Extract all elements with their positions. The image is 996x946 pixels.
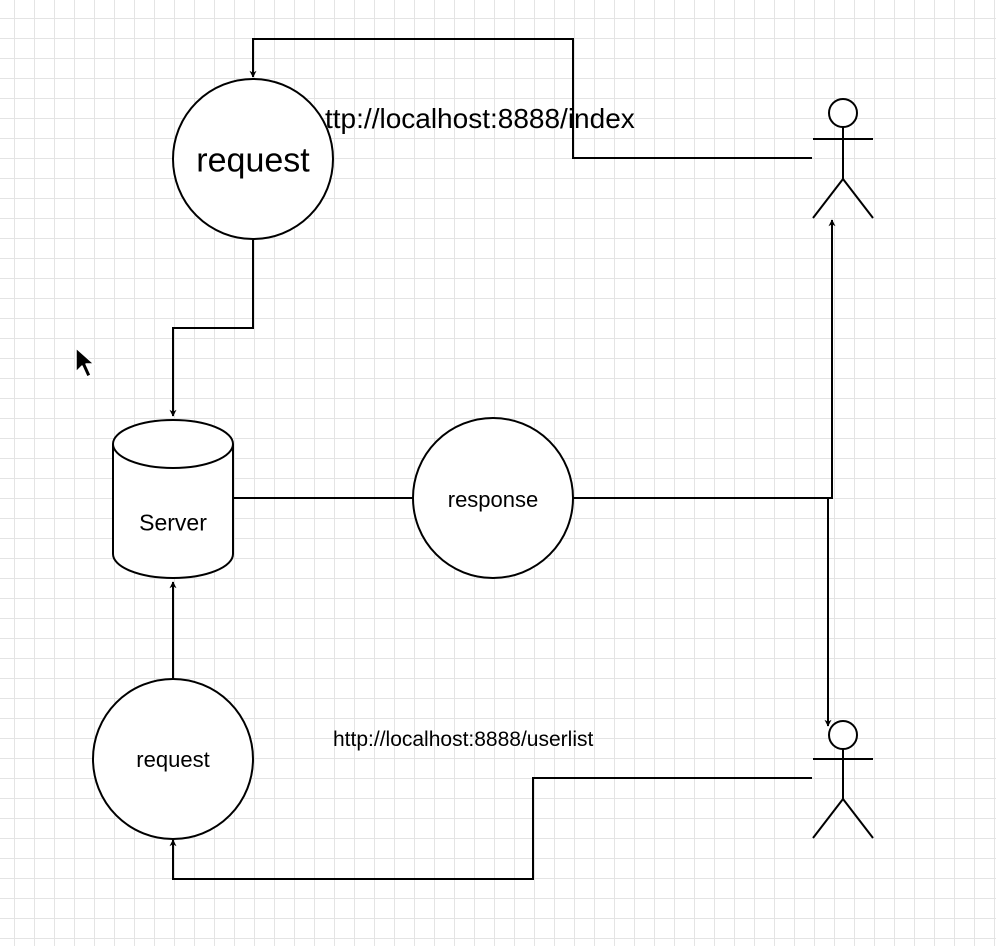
index-url-label: ttp://localhost:8888/index [325,103,635,134]
server-label: Server [139,509,207,536]
connector-actor-to-request-top[interactable] [249,38,812,159]
connector-actor-to-request-bottom[interactable] [169,777,812,880]
request-top-label: request [196,141,310,180]
actor-icon[interactable] [812,98,874,219]
actor-icon[interactable] [812,720,874,839]
mouse-cursor-icon [75,347,95,378]
server-node[interactable] [112,419,234,579]
userlist-url-label: http://localhost:8888/userlist [333,728,594,751]
connector-response-to-actor-top[interactable] [573,219,836,499]
request-bottom-node[interactable] [92,678,254,840]
response-label: response [447,487,539,512]
request-top-node[interactable] [172,78,334,240]
response-node[interactable] [412,417,574,579]
request-bottom-label: request [136,747,210,772]
connector-request-top-to-server[interactable] [169,240,254,417]
